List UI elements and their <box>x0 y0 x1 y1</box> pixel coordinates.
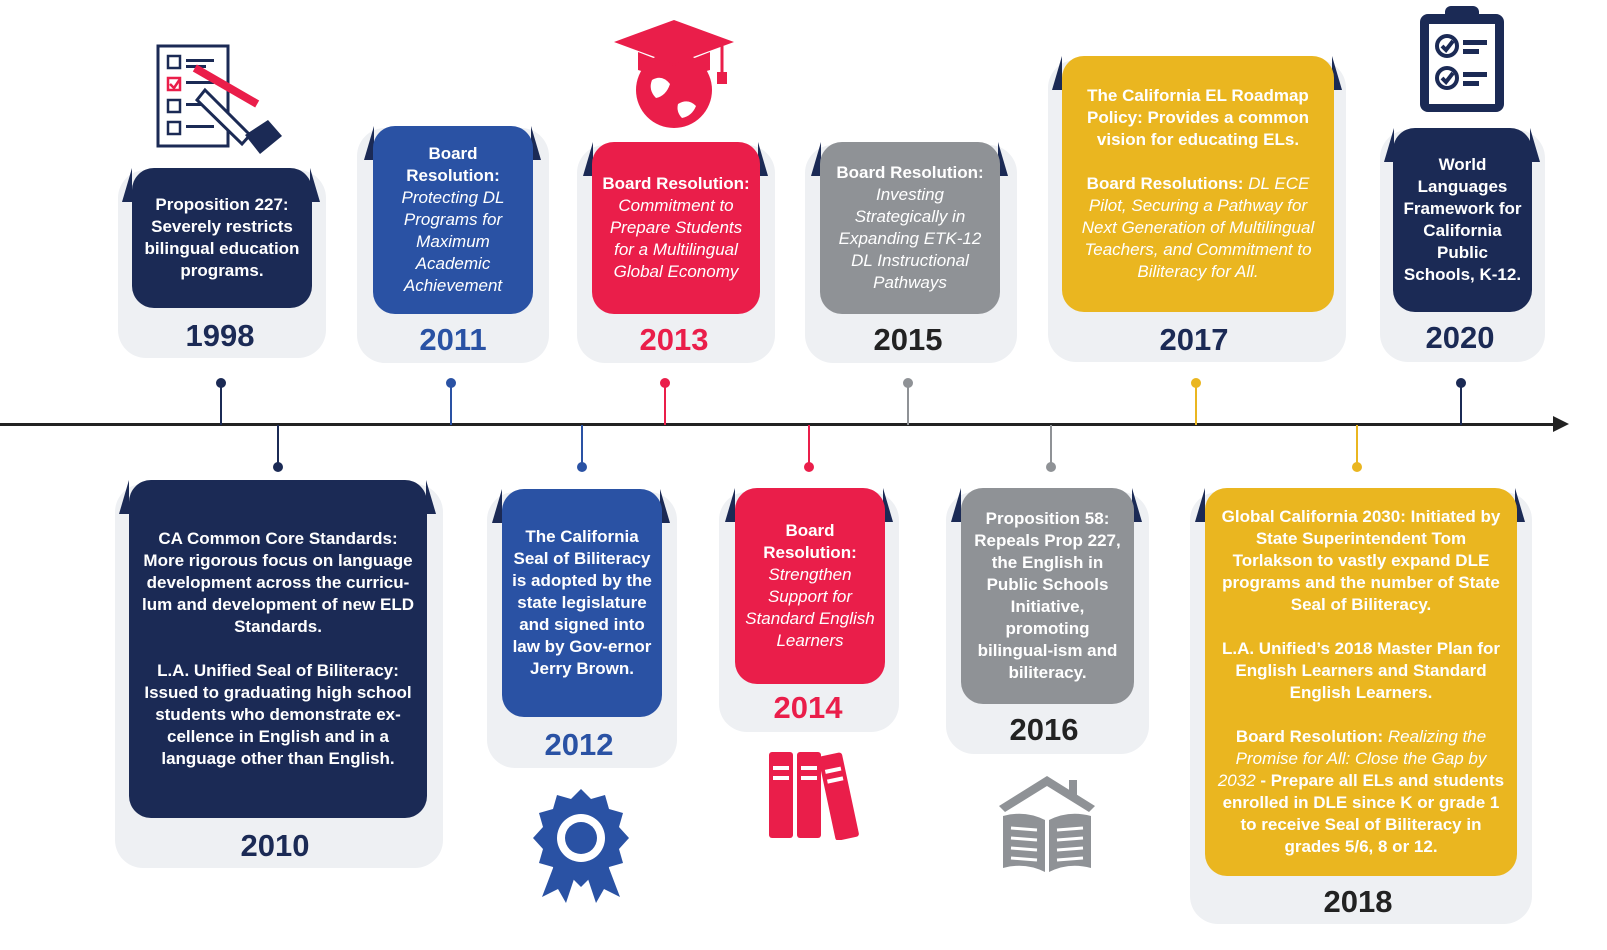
year-2020: 2020 <box>1425 320 1495 355</box>
year-1998: 1998 <box>185 318 255 353</box>
dot-2017 <box>1191 378 1201 388</box>
tab-2018-right <box>1515 488 1525 522</box>
event-box-1998: Proposition 227: Severely restricts bili… <box>132 168 312 308</box>
event-italic-2017: DL ECE Pilot, Securing a Pathway for Nex… <box>1081 174 1315 281</box>
tab-2017-right <box>1332 56 1342 90</box>
stem-2014 <box>808 425 810 467</box>
tab-2020-right <box>1530 128 1540 162</box>
event-box-2015: Board Resolution: Investing Strategicall… <box>820 142 1000 314</box>
tab-2018-left <box>1195 488 1205 522</box>
event-lead-2011: Board Resolution: <box>406 144 500 185</box>
event-para1-2017: The California EL Roadmap Policy: Provid… <box>1086 86 1309 149</box>
dot-1998 <box>216 378 226 388</box>
stem-2015 <box>907 385 909 425</box>
tab-2020-left <box>1384 128 1394 162</box>
tab-2013-right <box>758 142 768 176</box>
year-2018: 2018 <box>1323 884 1393 919</box>
stem-2020 <box>1460 385 1462 425</box>
event-box-2010: CA Common Core Standards: More rigorous … <box>129 480 427 818</box>
tab-2015-right <box>998 142 1008 176</box>
event-text-2010-a: CA Common Core Standards: More rigorous … <box>141 529 415 636</box>
stem-2010 <box>277 425 279 467</box>
event-italic-2014: Strengthen Support for Standard English … <box>745 565 875 650</box>
stem-2018 <box>1356 425 1358 467</box>
tab-1998-left <box>122 168 132 202</box>
dot-2020 <box>1456 378 1466 388</box>
tab-2012-left <box>492 489 502 523</box>
year-2015: 2015 <box>873 322 943 357</box>
clipboard-checklist-icon <box>1420 6 1504 112</box>
event-text-2012: The California Seal of Biliteracy is ado… <box>512 527 652 678</box>
event-lead-2015: Board Resolution: <box>836 163 984 182</box>
year-2010: 2010 <box>240 828 310 863</box>
event-box-2011: Board Resolution: Protecting DL Programs… <box>373 126 533 314</box>
dot-2016 <box>1046 462 1056 472</box>
stem-2016 <box>1050 425 1052 467</box>
event-italic-2018: Realizing the Promise for All: Close the… <box>1217 727 1487 790</box>
event-text-2016: Proposition 58: Repeals Prop 227, the En… <box>974 509 1121 682</box>
event-box-2018: Global California 2030: Initiated by Sta… <box>1205 488 1517 876</box>
event-box-2013: Board Resolution: Commitment to Prepare … <box>592 142 760 314</box>
tab-2014-left <box>725 488 735 522</box>
tab-2012-right <box>660 489 670 523</box>
tab-2017-left <box>1052 56 1062 90</box>
timeline-axis <box>0 423 1560 426</box>
year-2012: 2012 <box>544 727 614 762</box>
tab-2011-left <box>364 126 374 160</box>
dot-2014 <box>804 462 814 472</box>
tab-2016-left <box>951 488 961 522</box>
year-2017: 2017 <box>1159 322 1229 357</box>
event-para3-2018: Board Resolution: Realizing the Promise … <box>1215 726 1507 858</box>
event-box-2014: Board Resolution: Strengthen Support for… <box>735 488 885 684</box>
event-lead-2014: Board Resolution: <box>763 521 857 562</box>
dot-2012 <box>577 462 587 472</box>
event-lead-2017: Board Resolutions: <box>1086 174 1244 193</box>
event-box-2017: The California EL Roadmap Policy: Provid… <box>1062 56 1334 312</box>
event-text-1998: Proposition 227: Severely restricts bili… <box>144 195 300 280</box>
books-icon <box>769 752 859 840</box>
stem-2011 <box>450 385 452 425</box>
year-2014: 2014 <box>773 690 843 725</box>
event-text-2020: World Languages Framework for California… <box>1403 155 1522 284</box>
event-italic-2011: Protecting DL Programs for Maximum Acade… <box>401 188 505 295</box>
checklist-pen-icon <box>156 44 282 154</box>
tab-2010-left <box>119 480 129 514</box>
tab-2015-left <box>811 142 821 176</box>
event-box-2012: The California Seal of Biliteracy is ado… <box>502 489 662 717</box>
year-2016: 2016 <box>1009 712 1079 747</box>
stem-2013 <box>664 385 666 425</box>
dot-2010 <box>273 462 283 472</box>
event-box-2020: World Languages Framework for California… <box>1393 128 1532 312</box>
graduation-cap-globe-icon <box>614 20 734 128</box>
event-para2-2017: Board Resolutions: DL ECE Pilot, Securin… <box>1072 173 1324 283</box>
event-para1-2018: Global California 2030: Initiated by Sta… <box>1221 507 1501 614</box>
dot-2015 <box>903 378 913 388</box>
event-italic-2015: Investing Strategically in Expanding ETK… <box>838 185 982 292</box>
event-lead-2013: Board Resolution: <box>602 174 750 193</box>
year-2011: 2011 <box>419 322 487 357</box>
stem-1998 <box>220 385 222 425</box>
event-para2-2018: L.A. Unified’s 2018 Master Plan for Engl… <box>1221 639 1501 702</box>
timeline-arrowhead <box>1553 416 1569 432</box>
tab-2014-right <box>883 488 893 522</box>
dot-2013 <box>660 378 670 388</box>
tab-2011-right <box>531 126 541 160</box>
event-box-2016: Proposition 58: Repeals Prop 227, the En… <box>961 488 1134 704</box>
award-ribbon-icon <box>533 789 629 903</box>
event-lead-2018: Board Resolution: <box>1235 727 1384 746</box>
open-book-house-icon <box>999 776 1095 872</box>
stem-2017 <box>1195 385 1197 425</box>
stem-2012 <box>581 425 583 467</box>
dot-2018 <box>1352 462 1362 472</box>
tab-2013-left <box>583 142 593 176</box>
dot-2011 <box>446 378 456 388</box>
event-text-2010-b: L.A. Unified Seal of Biliteracy: Issued … <box>144 661 412 768</box>
tab-1998-right <box>310 168 320 202</box>
event-tail-2018: - Prepare all ELs and students enrolled … <box>1222 771 1505 856</box>
event-italic-2013: Commitment to Prepare Students for a Mul… <box>609 196 743 281</box>
tab-2010-right <box>426 480 436 514</box>
tab-2016-right <box>1132 488 1142 522</box>
year-2013: 2013 <box>639 322 709 357</box>
